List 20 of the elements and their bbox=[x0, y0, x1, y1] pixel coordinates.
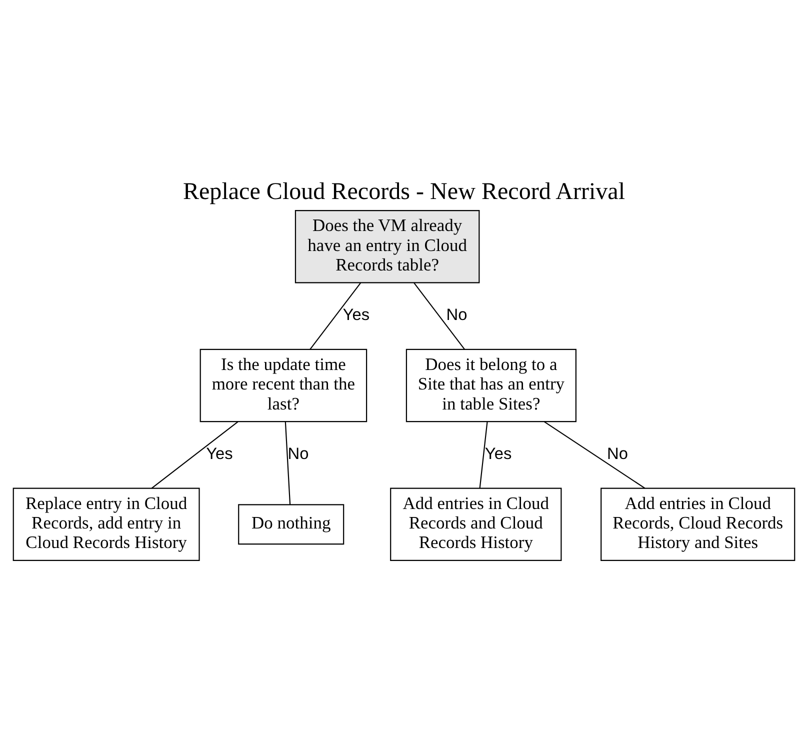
edge-label: No bbox=[287, 444, 308, 462]
connector bbox=[284, 421, 290, 504]
connector bbox=[544, 420, 645, 488]
connector bbox=[150, 420, 238, 488]
node-box: Do nothing bbox=[238, 504, 344, 544]
edge-label: Yes bbox=[206, 444, 232, 462]
node-box: Replace entry in Cloud Records, add entry in Cloud Records History bbox=[12, 487, 200, 560]
node-box: Is the update time more recent than the last? bbox=[199, 348, 367, 422]
connector bbox=[309, 282, 361, 350]
edge-label: Yes bbox=[342, 305, 370, 324]
node-box: Does it belong to a Site that has an entry in table Sites? bbox=[405, 348, 576, 422]
node-box: Add entries in Cloud Records and Cloud Records History bbox=[390, 487, 562, 560]
connector bbox=[413, 282, 464, 350]
node-box: Does the VM already have an entry in Cloud Records table? bbox=[294, 210, 480, 283]
diagram-title: Replace Cloud Records - New Record Arrival bbox=[182, 178, 625, 205]
node-box: Add entries in Cloud Records, Cloud Records History and Sites bbox=[600, 487, 795, 560]
edge-label: No bbox=[446, 305, 467, 324]
connector bbox=[478, 421, 488, 488]
edge-label: Yes bbox=[484, 444, 512, 462]
edge-label: No bbox=[606, 444, 628, 462]
